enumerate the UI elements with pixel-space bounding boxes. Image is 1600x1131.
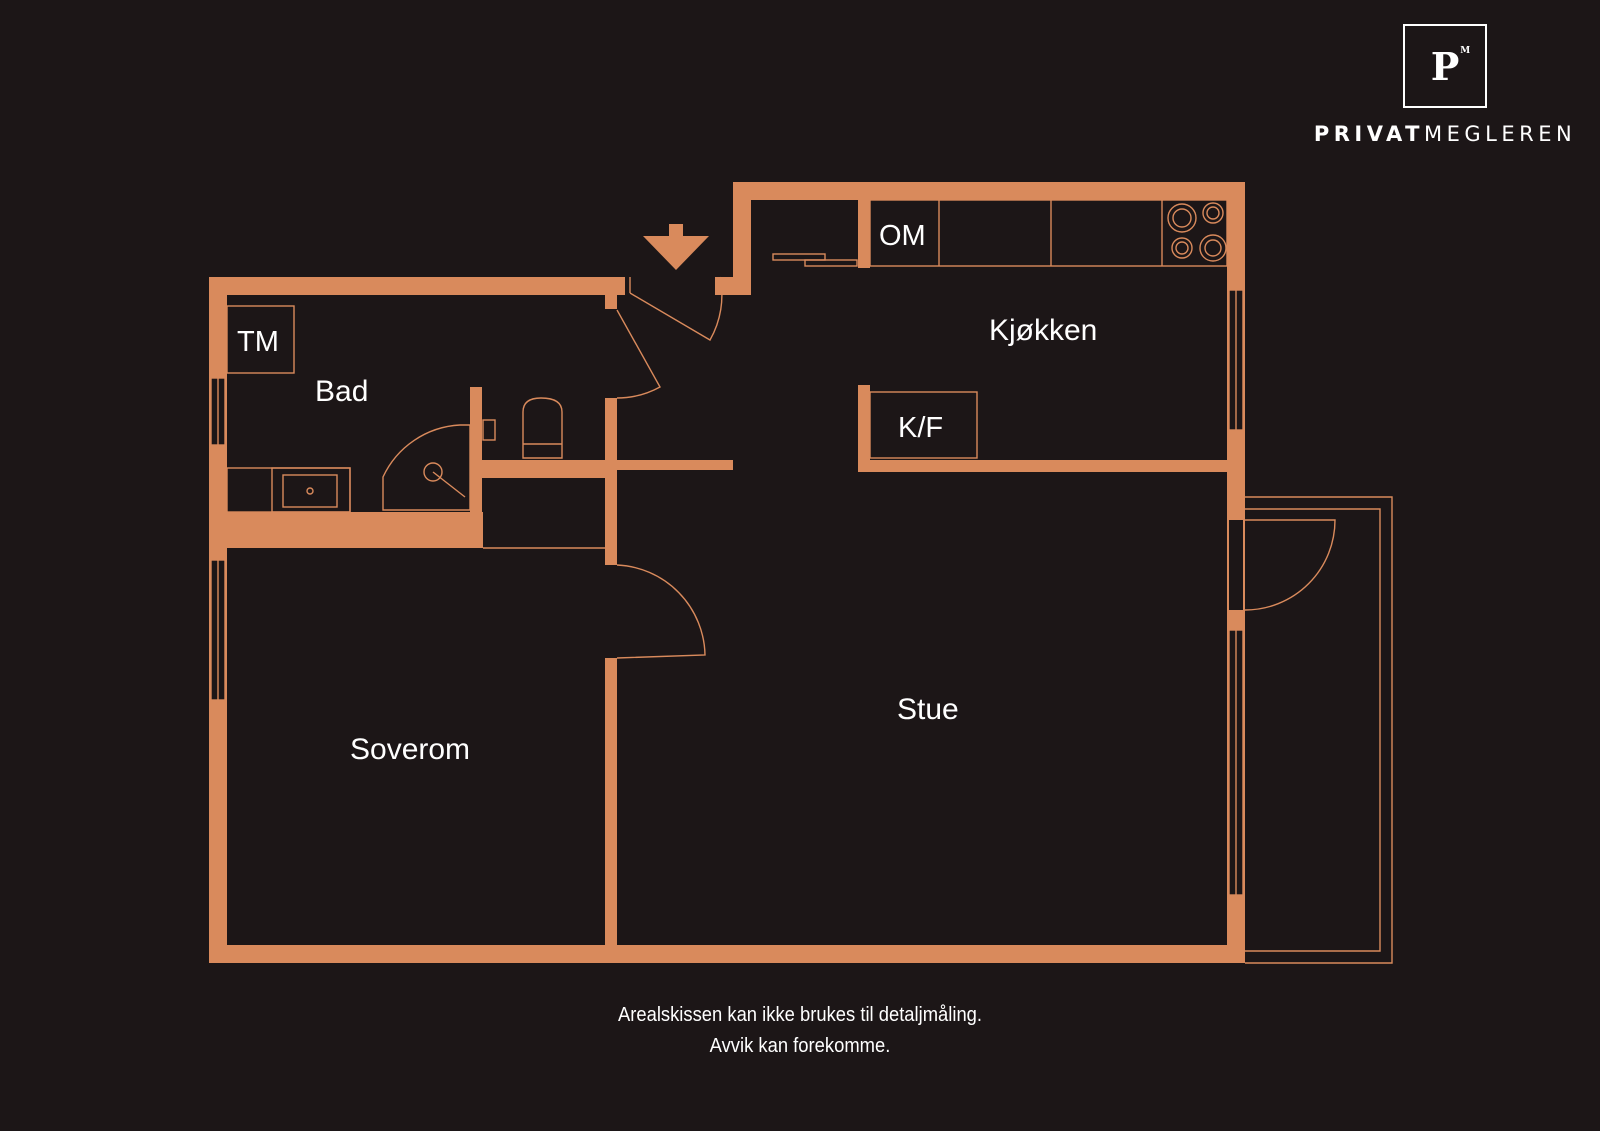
disclaimer: Arealskissen kan ikke brukes til detaljm…: [64, 1000, 1536, 1062]
balcony: [1245, 496, 1393, 964]
room-label-om: OM: [879, 220, 926, 252]
room-label-bad: Bad: [315, 375, 368, 408]
room-label-kf: K/F: [898, 412, 943, 444]
disclaimer-line-1: Arealskissen kan ikke brukes til detaljm…: [617, 1004, 983, 1026]
disclaimer-line-2: Avvik kan forekomme.: [709, 1035, 891, 1057]
room-label-tm: TM: [237, 326, 279, 358]
room-label-soverom: Soverom: [350, 733, 470, 766]
room-label-kjokken: Kjøkken: [989, 314, 1097, 347]
fixtures: [226, 199, 1228, 549]
interior-walls: [227, 200, 1227, 945]
exterior-walls: [209, 182, 1245, 963]
windows: [210, 289, 1244, 896]
doors: [616, 276, 1336, 659]
room-label-stue: Stue: [897, 693, 959, 726]
brand-name: PRIVATMEGLEREN: [1313, 122, 1577, 146]
entrance-arrow-icon: [643, 224, 709, 270]
